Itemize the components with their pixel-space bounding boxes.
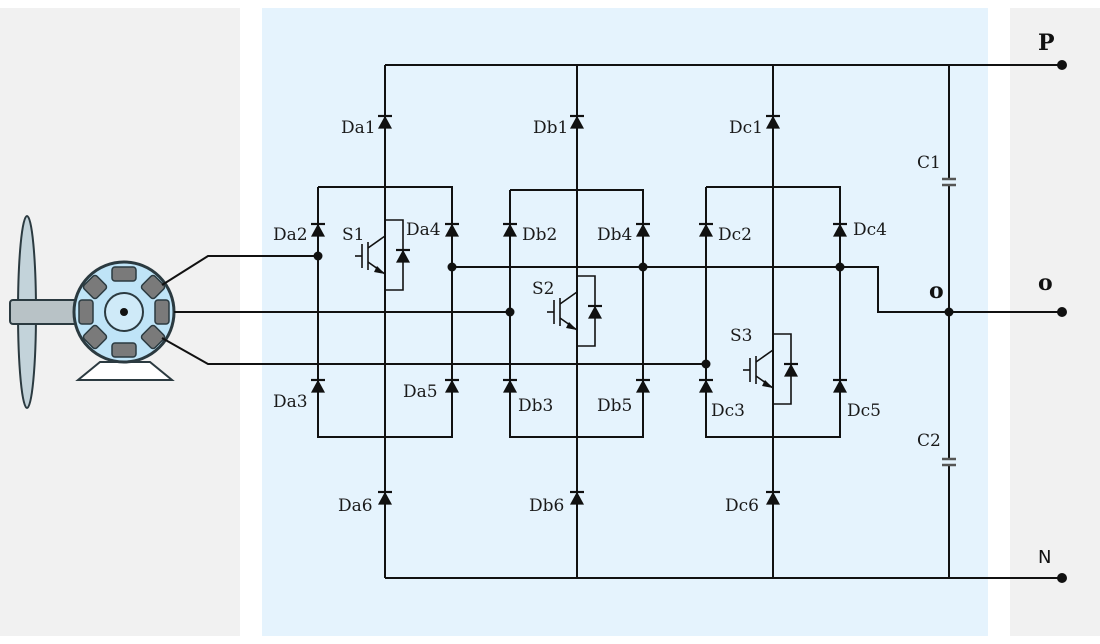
- phase-input-wires: [161, 255, 706, 365]
- diode-dc4-label: Dc4: [853, 220, 887, 240]
- capacitor-c1-label: C1: [917, 153, 941, 173]
- diode-dc5-label: Dc5: [847, 401, 881, 421]
- diode-da5-label: Da5: [403, 382, 438, 402]
- phase-b-leg: [501, 65, 652, 578]
- switch-s2-label: S2: [532, 279, 554, 299]
- diode-da2-label: Da2: [273, 225, 308, 245]
- diode-db3-label: Db3: [518, 396, 553, 416]
- right-panel: [1010, 8, 1100, 636]
- switch-s3-label: S3: [730, 326, 752, 346]
- diode-da6-label: Da6: [338, 496, 373, 516]
- diode-da4-label: Da4: [406, 220, 441, 240]
- capacitor-c2-label: C2: [917, 431, 941, 451]
- terminal-n-label: N: [1038, 547, 1051, 568]
- switch-s3: [743, 333, 800, 405]
- diode-dc1-label: Dc1: [729, 118, 763, 138]
- phase-c-leg: [697, 65, 849, 578]
- diode-da3-label: Da3: [273, 392, 308, 412]
- terminal-p-dot: [1057, 60, 1067, 70]
- switch-s1-label: S1: [342, 225, 364, 245]
- center-panel: [262, 8, 988, 636]
- switch-s2: [547, 275, 604, 347]
- terminal-o-dot: [1057, 307, 1067, 317]
- phase-a-leg: [309, 65, 461, 578]
- midpoint-o-label: o: [929, 278, 944, 304]
- diode-dc6-label: Dc6: [725, 496, 759, 516]
- terminal-n-dot: [1057, 573, 1067, 583]
- diode-db6-label: Db6: [529, 496, 564, 516]
- terminal-p-label: P: [1038, 30, 1055, 56]
- diode-db4-label: Db4: [597, 225, 632, 245]
- diode-db2-label: Db2: [522, 225, 557, 245]
- diode-dc3-label: Dc3: [711, 401, 745, 421]
- terminal-o-label: o: [1038, 270, 1053, 296]
- diode-db1-label: Db1: [533, 118, 568, 138]
- diode-dc2-label: Dc2: [718, 225, 752, 245]
- diode-db5-label: Db5: [597, 396, 632, 416]
- dc-bus-wiring: [385, 64, 1062, 579]
- diode-da1-label: Da1: [341, 118, 376, 138]
- switch-s1: [355, 219, 412, 291]
